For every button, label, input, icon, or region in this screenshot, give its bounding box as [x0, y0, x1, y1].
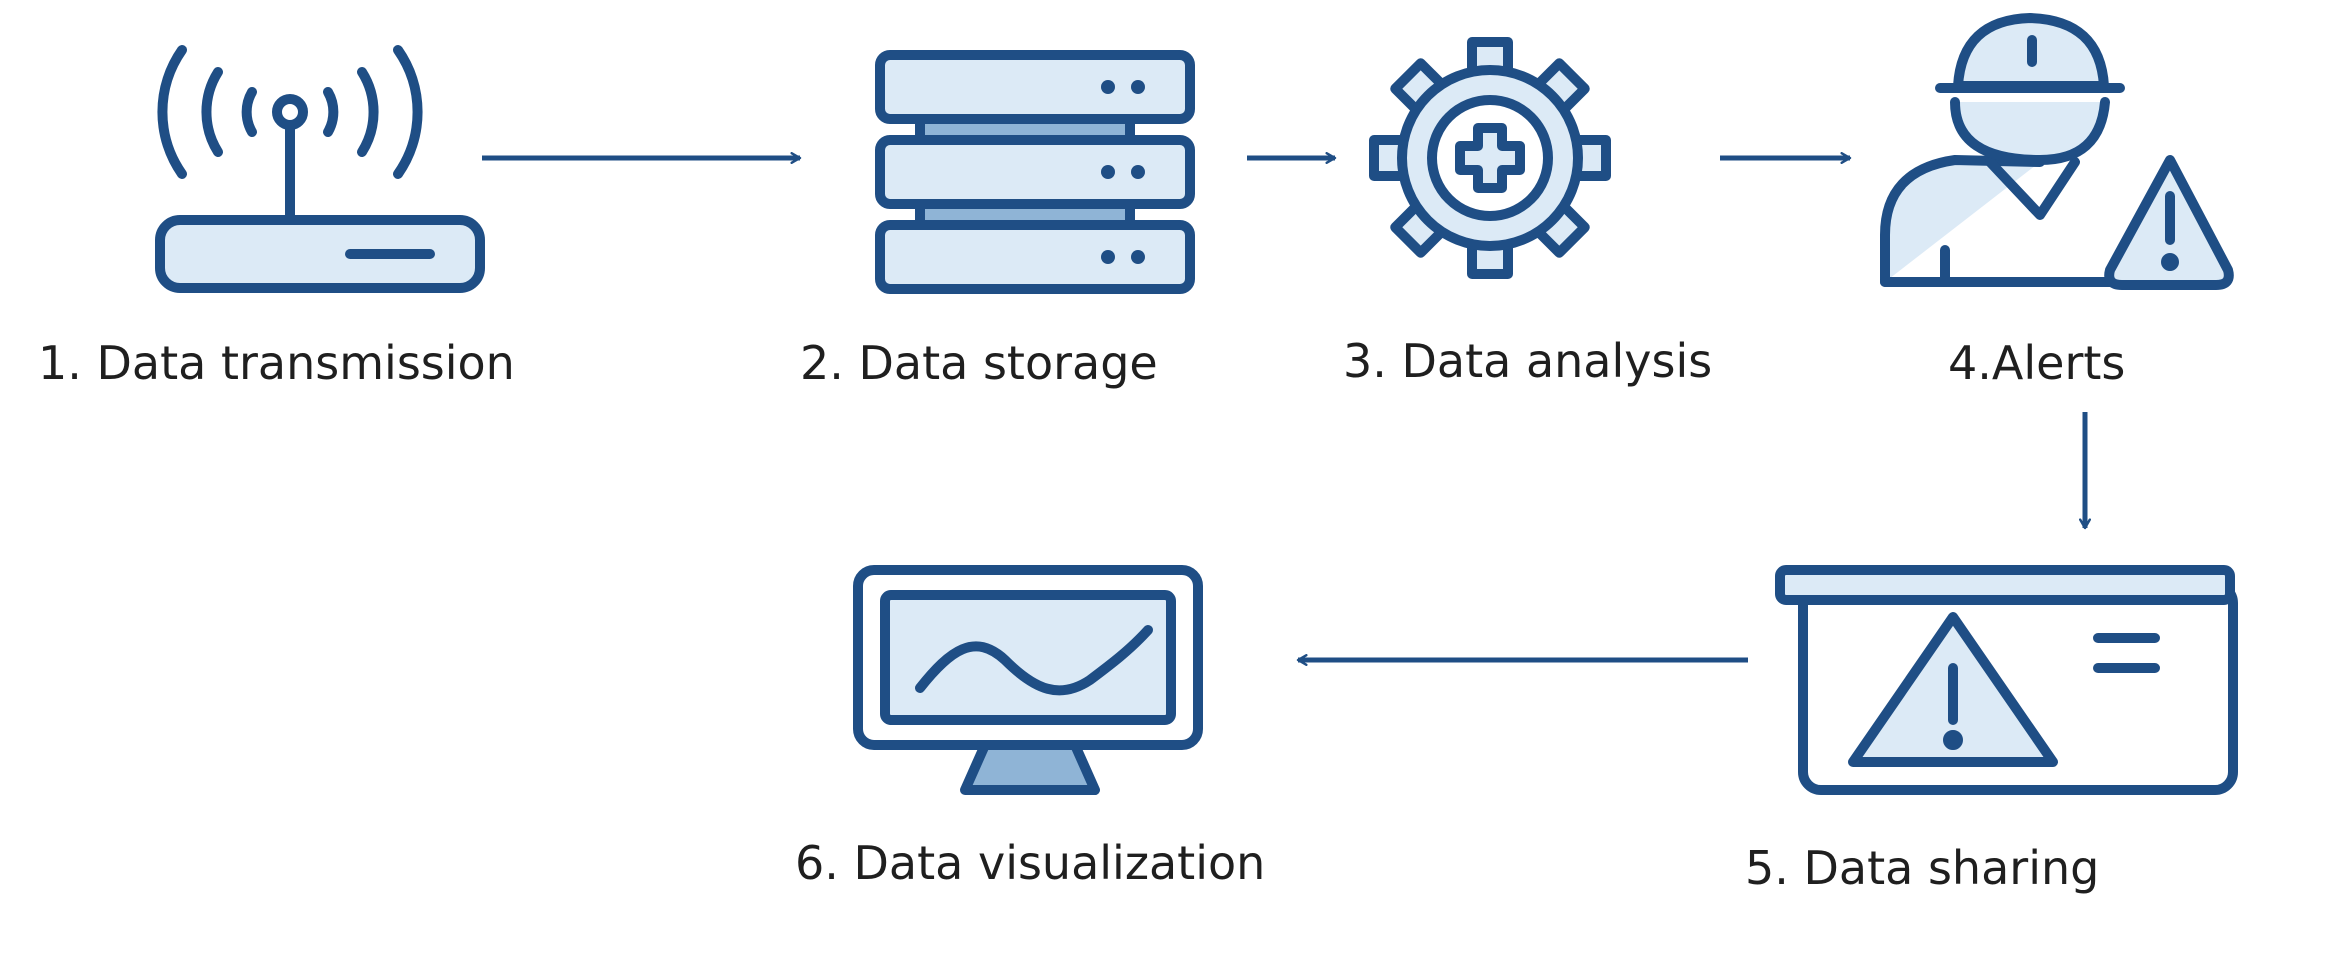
worker-warning-icon [1880, 13, 2234, 290]
wifi-router-icon [155, 45, 485, 293]
step-label-data-transmission: 1. Data transmission [38, 336, 515, 390]
alert-board-icon [1775, 565, 2238, 795]
step-label-data-storage: 2. Data storage [800, 336, 1158, 390]
step-label-data-sharing: 5. Data sharing [1745, 841, 2100, 895]
step-label-data-visualization: 6. Data visualization [795, 836, 1266, 890]
step-label-alerts: 4.Alerts [1948, 336, 2126, 390]
monitor-chart-icon [853, 565, 1203, 795]
server-stack-icon [875, 50, 1195, 294]
step-label-data-analysis: 3. Data analysis [1343, 334, 1713, 388]
gear-plus-icon [1369, 37, 1611, 279]
